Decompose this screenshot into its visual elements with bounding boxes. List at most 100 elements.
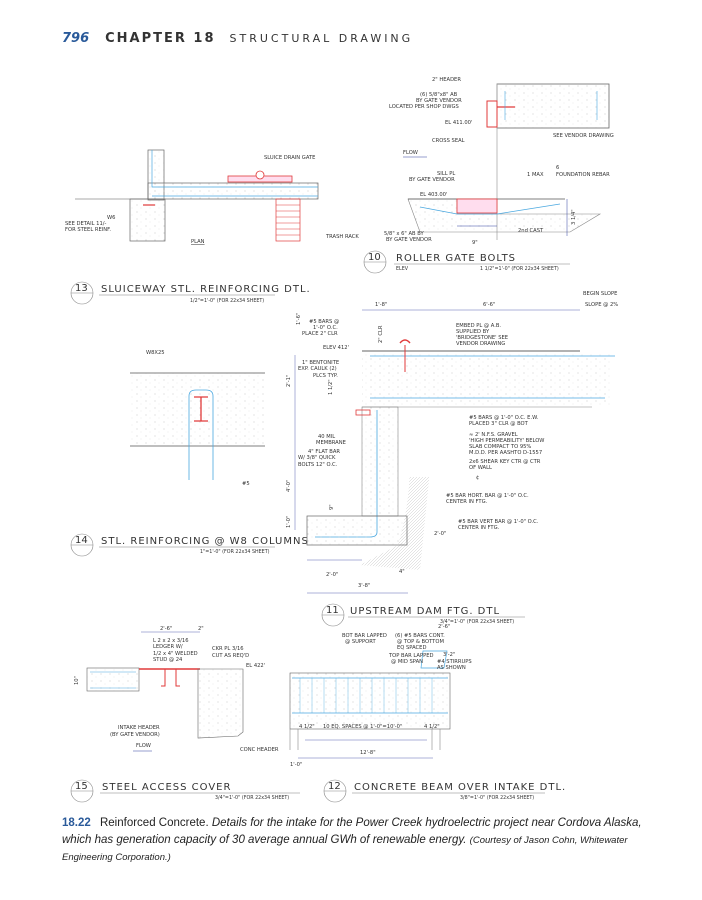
label: CKR PL 3/16 <box>212 646 244 652</box>
label: BY GATE VENDOR <box>416 98 462 104</box>
label: PLACED 3" CLR @ BOT <box>469 421 529 427</box>
caption-lead: Reinforced Concrete. <box>99 817 209 829</box>
label: CENTER IN FTG. <box>446 499 488 505</box>
title-block-12: 12 CONCRETE BEAM OVER INTAKE DTL. 3/8"=1… <box>323 779 565 803</box>
label: (6) #5 BARS CONT. <box>395 633 445 639</box>
detail-scale: 3/4"=1'-0" (FOR 22x34 SHEET) <box>215 795 289 801</box>
label: EL 403.00' <box>420 192 447 198</box>
detail-title: UPSTREAM DAM FTG. DTL <box>350 606 500 617</box>
label: SILL PL <box>437 171 455 177</box>
detail-title: STEEL ACCESS COVER <box>102 782 231 793</box>
chapter-title: STRUCTURAL DRAWING <box>229 32 414 45</box>
label: FLOW <box>136 743 151 749</box>
detail-upstream-dam-footing: BEGIN SLOPE SLOPE @ 2% 1'-8" 6'-6" 1'-6"… <box>286 291 618 594</box>
label: 1" BENTONITE <box>302 360 339 366</box>
label: EL 422' <box>246 663 265 669</box>
label: #5 BARS @ 1'-0" O.C. E.W. <box>469 415 539 421</box>
label: 1/2 x 4" WELDED <box>153 651 198 657</box>
label: #5 BAR VERT BAR @ 1'-0" O.C. <box>458 519 539 525</box>
label: OF WALL <box>469 465 492 471</box>
title-block-10: 10 ROLLER GATE BOLTS ELEV 1 1/2"=1'-0" (… <box>363 250 570 274</box>
detail-number: 15 <box>75 781 88 792</box>
label: 1'-8" <box>375 302 387 308</box>
label: M.D.D. PER AASHTO D-1557 <box>469 450 542 456</box>
label: AS SHOWN <box>437 665 466 671</box>
detail-w8-columns: W8X25 #5 <box>130 350 265 487</box>
detail-view: ELEV <box>396 266 409 272</box>
label: 2'-0" <box>434 531 446 537</box>
label: 9" <box>472 240 478 246</box>
detail-number: 12 <box>328 781 341 792</box>
label: SLAB COMPACT TO 95% <box>469 444 531 450</box>
label: ELEV 412' <box>323 345 349 351</box>
detail-sluiceway-plan: SLUICE DRAIN GATE W6 SEE DETAIL 11/- FOR… <box>65 149 359 245</box>
label: PLACE 2" CLR <box>302 331 338 337</box>
detail-steel-access-cover: 2'-6" 2" L 2 x 2 x 3/16 LEDGER W/ 1/2 x … <box>74 626 279 753</box>
label: 4" FLAT BAR <box>308 449 340 455</box>
label: 5/8" x 6" AB BY <box>384 231 424 237</box>
title-block-11: 11 UPSTREAM DAM FTG. DTL 3/4"=1'-0" (FOR… <box>321 603 525 627</box>
caption-text: Details for the intake for the Power Cre… <box>62 817 642 846</box>
label: ≈ 2' N.F.S. GRAVEL <box>469 432 518 438</box>
label: #4 STIRRUPS <box>437 659 472 665</box>
figure-number: 18.22 <box>62 817 91 829</box>
label: @ SUPPORT <box>345 639 376 645</box>
detail-number: 14 <box>75 535 88 546</box>
label: 2" <box>198 626 204 632</box>
label: 3'-8" <box>358 583 370 589</box>
detail-title: SLUICEWAY STL. REINFORCING DTL. <box>101 284 311 295</box>
label: BY GATE VENDOR <box>386 237 432 243</box>
chapter-label: CHAPTER 18 <box>105 31 216 46</box>
detail-number: 11 <box>326 605 339 616</box>
detail-title: ROLLER GATE BOLTS <box>396 253 516 264</box>
label: FLOW <box>403 150 418 156</box>
label: INTAKE HEADER <box>118 725 160 731</box>
label: 3'-2" <box>443 652 455 658</box>
label: 10" <box>74 676 80 685</box>
label: @ MID SPAN <box>391 659 423 665</box>
label: 2x6 SHEAR KEY CTR @ CTR <box>469 459 541 465</box>
label: PLAN <box>191 239 205 245</box>
title-block-14: 14 STL. REINFORCING @ W8 COLUMNS 1"=1'-0… <box>70 533 309 557</box>
label: 10 EQ. SPACES @ 1'-0"=10'-0" <box>323 724 402 730</box>
label: #5 BARS @ <box>309 319 339 325</box>
label: W8X25 <box>146 350 165 356</box>
detail-title: STL. REINFORCING @ W8 COLUMNS <box>101 536 309 547</box>
label: (6) 5/8"x8" AB <box>420 92 458 98</box>
caption-credit: (Courtesy of Jason Cohn, Whitewater Engi… <box>62 835 628 863</box>
figure-caption: 18.22 Reinforced Concrete. Details for t… <box>62 815 672 866</box>
label: 4'-0" <box>286 480 292 492</box>
label: LEDGER W/ <box>153 644 183 650</box>
page-number: 796 <box>62 31 90 46</box>
label: CONC HEADER <box>240 747 279 753</box>
detail-roller-gate-bolts: 2" HEADER (6) 5/8"x8" AB BY GATE VENDOR … <box>384 77 614 246</box>
label: SLUICE DRAIN GATE <box>264 155 315 161</box>
label: CENTER IN FTG. <box>458 525 500 531</box>
detail-scale: 3/4"=1'-0" (FOR 22x34 SHEET) <box>440 619 514 625</box>
label: 2" CLR <box>378 325 384 343</box>
label: CROSS SEAL <box>432 138 465 144</box>
label: 'HIGH PERMEABILITY' BELOW <box>469 438 544 444</box>
label: BY GATE VENDOR <box>409 177 455 183</box>
label: 2'-6" <box>438 624 450 630</box>
detail-number: 10 <box>368 252 381 263</box>
label: BOT BAR LAPPED <box>342 633 387 639</box>
label: FOUNDATION REBAR <box>556 172 610 178</box>
label: #5 BAR HORT. BAR @ 1'-0" O.C. <box>446 493 529 499</box>
label: SEE DETAIL 11/- <box>65 221 107 227</box>
detail-scale: 1 1/2"=1'-0" (FOR 22x34 SHEET) <box>480 266 559 272</box>
label: @ TOP & BOTTOM <box>397 639 444 645</box>
label: 12'-8" <box>360 750 376 756</box>
detail-scale: 1"=1'-0" (FOR 22x34 SHEET) <box>200 549 270 555</box>
label: 1'-0" <box>290 762 302 768</box>
label: 1 MAX <box>527 172 544 178</box>
label: 3 1/4" <box>571 209 577 225</box>
label: SEE VENDOR DRAWING <box>553 133 614 139</box>
label: 4 1/2" <box>299 724 315 730</box>
label: 2nd CAST <box>518 228 544 234</box>
label: BEGIN SLOPE <box>583 291 617 297</box>
label: EMBED PL @ A.B. <box>456 323 501 329</box>
label: L 2 x 2 x 3/16 <box>153 638 189 644</box>
label: EQ SPACED <box>397 645 426 651</box>
